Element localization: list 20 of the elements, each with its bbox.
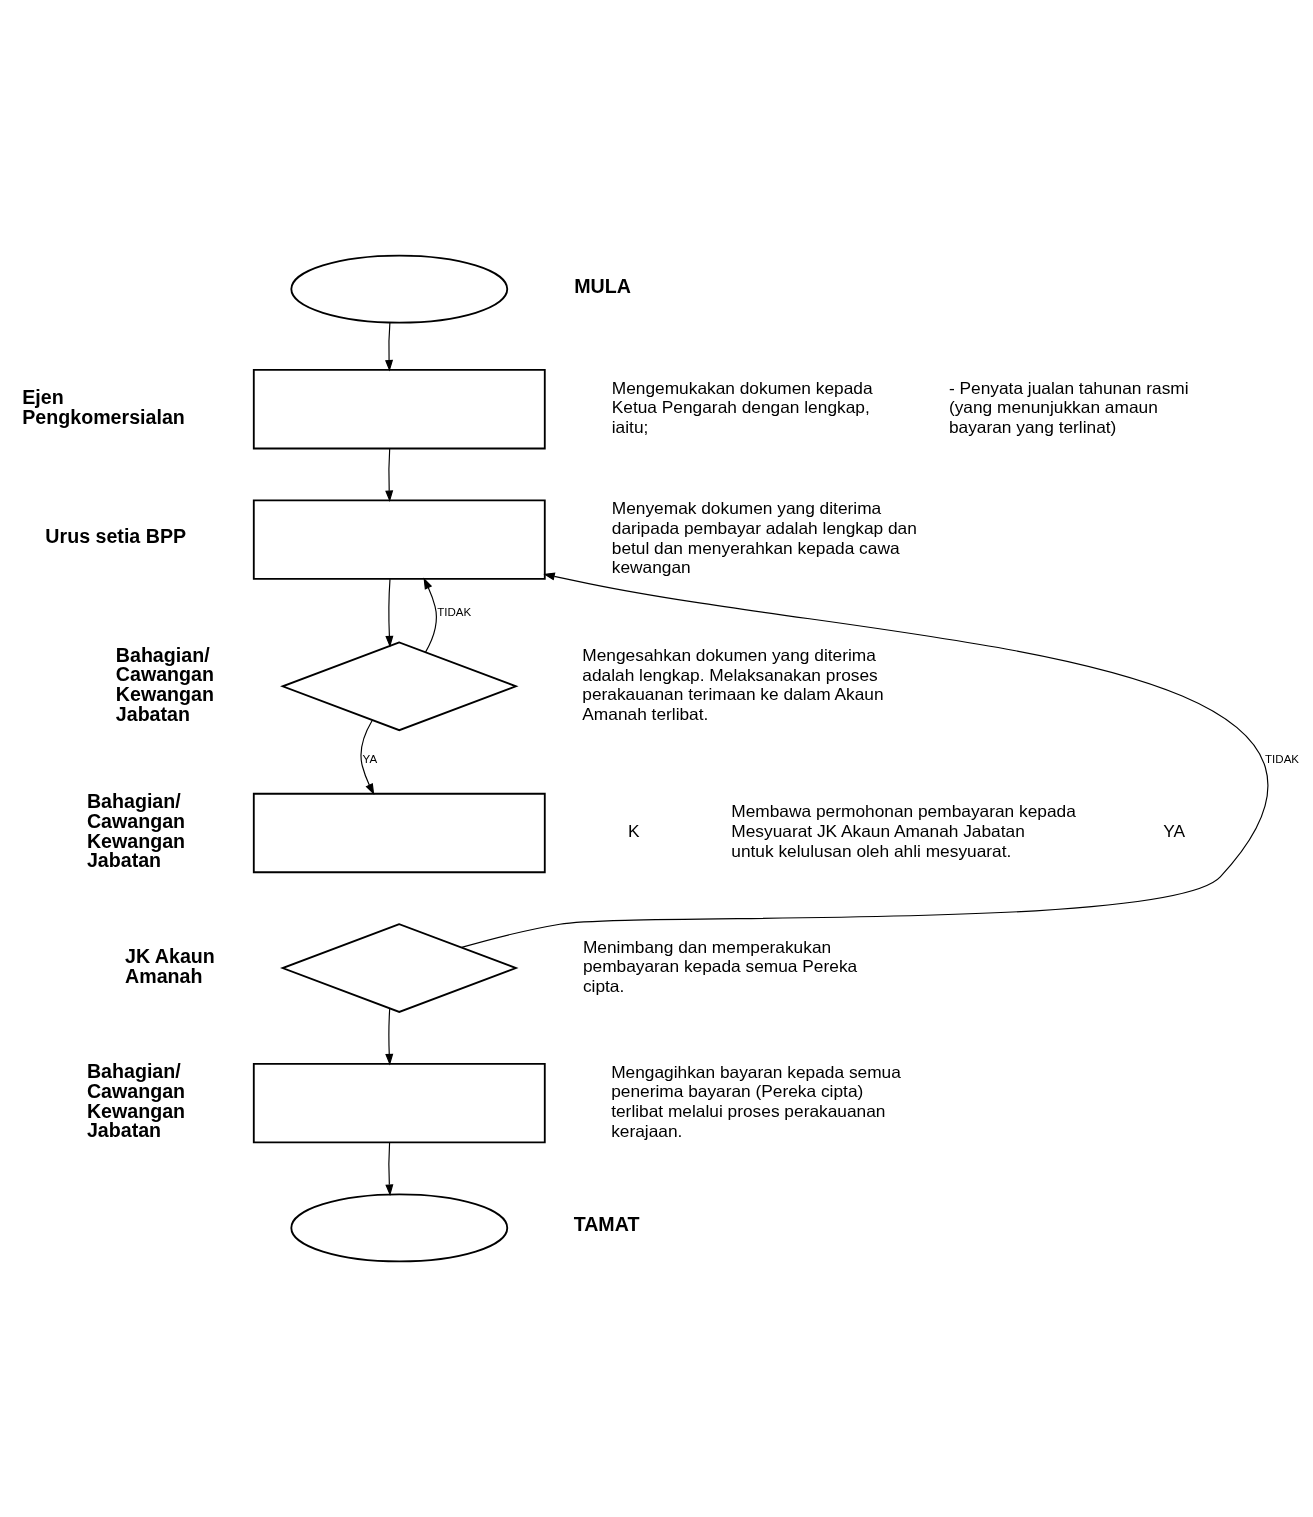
label: Menyemak dokumen yang diterima daripada pembayar adalah lengkap dan betul dan menyerahkan kepada cawa kewangan <box>611 498 917 578</box>
edge-label: YA <box>362 752 378 765</box>
label: YA <box>1163 821 1185 842</box>
label: Urus setia BPP <box>45 525 187 548</box>
label: Menimbang dan memperakukan pembayaran kepada semua Pereka cipta. <box>582 936 858 996</box>
label: Ejen Pengkomersialan <box>22 386 185 428</box>
label: Bahagian/ Cawangan Kewangan Jabatan <box>115 643 214 725</box>
label: Bahagian/ Cawangan Kewangan Jabatan <box>86 790 186 872</box>
label: Mengagihkan bayaran kepada semua penerima bayaran (Pereka cipta) terlibat melalui proses perakauanan kerajaan. <box>611 1061 901 1141</box>
label: K <box>627 821 640 842</box>
label: - Penyata jualan tahunan rasmi (yang menunjukkan amaun bayaran yang terlinat) <box>948 377 1189 437</box>
edge-label: TIDAK <box>437 605 472 618</box>
edge-label: TIDAK <box>1265 752 1300 765</box>
label: Mengesahkan dokumen yang diterima adalah lengkap. Melaksanakan proses perakauanan terimaan ke dalam Akaun Amanah terlibat. <box>582 644 884 724</box>
label: Bahagian/ Cawangan Kewangan Jabatan <box>86 1060 186 1142</box>
label: MULA <box>574 274 631 297</box>
label: Mengemukakan dokumen kepada Ketua Pengarah dengan lengkap, iaitu; <box>611 377 873 437</box>
label: JK Akaun Amanah <box>125 945 215 987</box>
label: Membawa permohonan pembayaran kepada Mesyuarat JK Akaun Amanah Jabatan untuk kelulusan oleh ahli mesyuarat. <box>731 801 1076 861</box>
label: TAMAT <box>573 1213 640 1236</box>
